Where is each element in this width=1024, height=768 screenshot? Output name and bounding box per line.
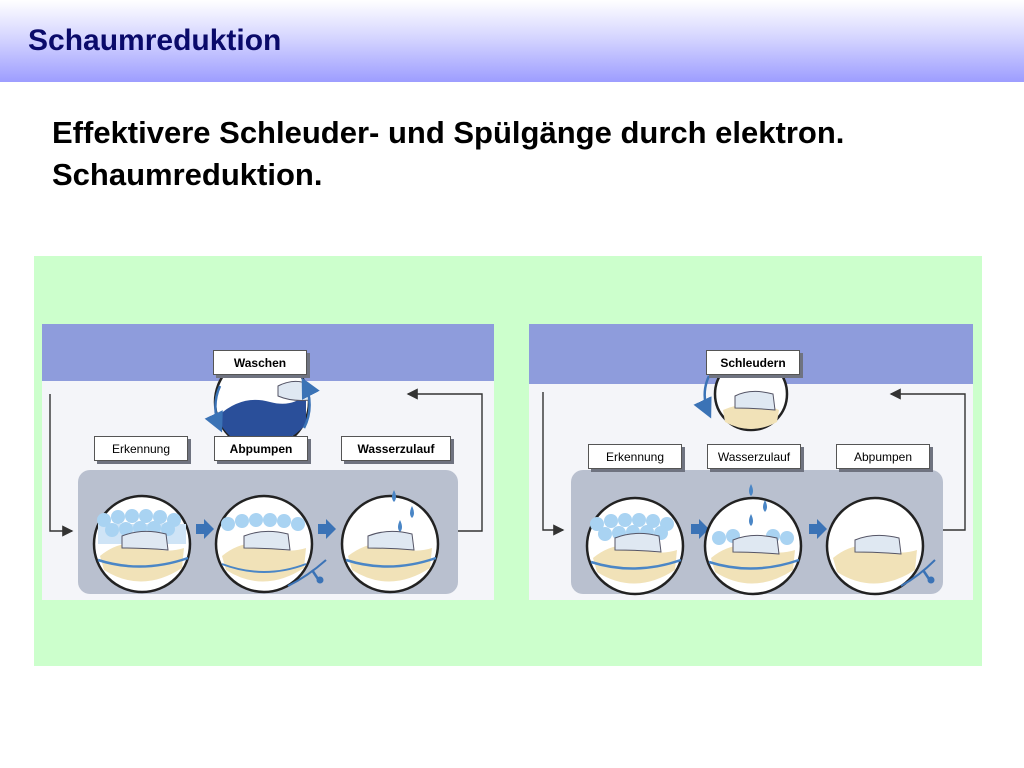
- wash-foam-panel: Waschen Erkennung Abpumpen Wasserzulauf: [42, 324, 494, 600]
- slide-subtitle: Effektivere Schleuder- und Spülgänge dur…: [52, 115, 845, 192]
- spin-foam-panel: Schleudern Erkennung Wasserzulauf Abpump…: [529, 324, 973, 600]
- slide-title: Schaumreduktion: [28, 24, 282, 57]
- phase-label-waschen: Waschen: [213, 350, 307, 375]
- wash-foam-diagram: [42, 324, 494, 600]
- title-bar: Schaumreduktion: [0, 0, 1024, 82]
- phase-label-schleudern: Schleudern: [706, 350, 800, 375]
- step-label-abpumpen: Abpumpen: [836, 444, 930, 469]
- step-label-wasserzulauf: Wasserzulauf: [341, 436, 451, 461]
- step-label-abpumpen: Abpumpen: [214, 436, 308, 461]
- step-label-erkennung: Erkennung: [588, 444, 682, 469]
- step-label-erkennung: Erkennung: [94, 436, 188, 461]
- step-label-wasserzulauf: Wasserzulauf: [707, 444, 801, 469]
